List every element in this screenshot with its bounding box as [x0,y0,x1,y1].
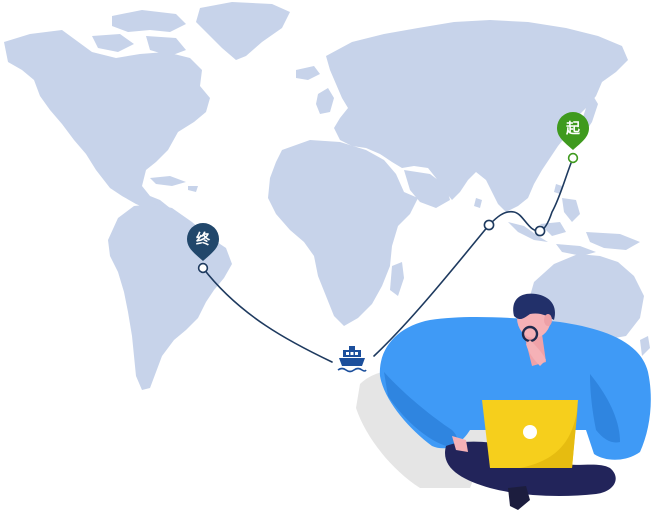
ship-waves [337,367,367,373]
destination-pin-marker [187,223,219,261]
person-sleeve-shadow-right [590,374,620,443]
greenland-landmass [196,2,290,60]
philippines-landmass [554,184,580,222]
ship-hull [339,358,365,366]
ship-chimney [349,346,355,350]
destination-pin: 终 [187,223,219,261]
madagascar-landmass [390,262,404,296]
africa-landmass [268,140,418,326]
origin-pin-marker [557,112,589,150]
caribbean-islands-landmass [150,176,198,192]
eurasia-landmass [326,20,628,212]
person-head [513,293,556,366]
waypoint-marker [197,262,209,274]
australia-landmass [530,254,644,340]
person-sleeve-shadow [384,372,459,448]
destination-pin-label: 终 [196,231,211,248]
person-pants [445,441,616,496]
person-hand [526,340,546,366]
route-segment-indian-ocean-to-cape [373,224,490,357]
north-america-landmass [4,30,210,214]
origin-pin-label: 起 [565,120,581,137]
laptop-logo [523,425,537,439]
waypoint-marker [534,225,546,237]
origin-pin: 起 [557,112,589,150]
person-hair [513,293,556,320]
new-zealand-landmass [640,336,650,356]
waypoint-marker [483,219,495,231]
route-segment-origin-to-strait [539,157,574,232]
iceland-landmass [296,66,320,80]
person-sweater [379,316,651,460]
ship-icon [337,346,367,373]
route-segment-atlantic-to-destination [202,267,333,363]
person-left-hand [452,436,468,452]
arctic-islands-landmass [92,10,186,56]
arabia-landmass [404,170,450,208]
person-shoe [508,486,530,510]
route-waypoints [197,152,579,274]
laptop-icon [482,400,578,468]
indonesia-landmass [508,222,640,256]
laptop-shade [520,404,578,468]
waypoint-marker [567,152,579,164]
sri-lanka-landmass [474,198,482,208]
british-isles-landmass [316,88,334,114]
person-illustration [356,293,651,510]
route-segment-strait-to-indian-ocean [488,210,541,232]
person-ear [544,314,552,326]
